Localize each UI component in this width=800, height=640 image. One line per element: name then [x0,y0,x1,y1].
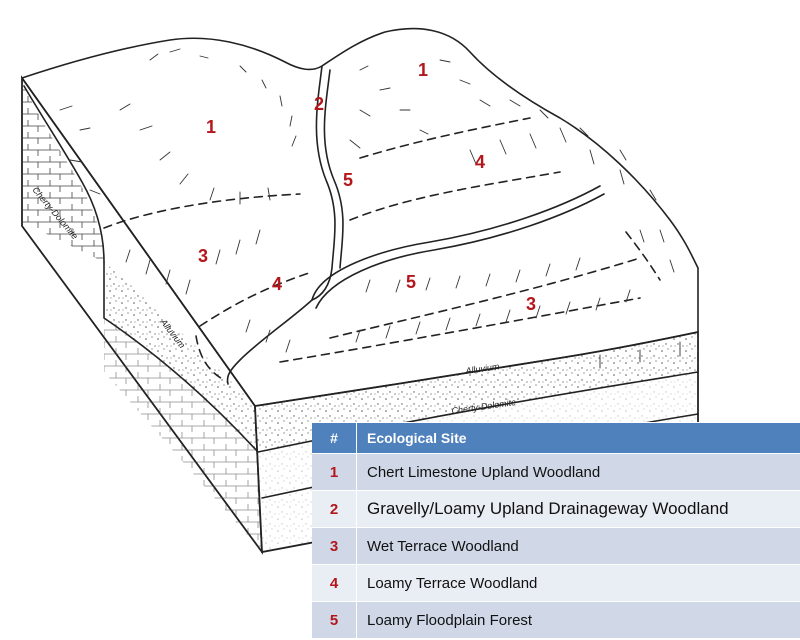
drainage-channel [226,65,605,385]
left-dolomite-band [22,82,104,262]
left-lower-dolomite [104,318,262,552]
site-label-3-right: 3 [526,294,536,314]
legend-row: 1 Chert Limestone Upland Woodland [312,453,800,490]
terrain-top-outline [21,27,699,407]
ecological-site-legend: # Ecological Site 1 Chert Limestone Upla… [312,422,800,638]
left-side-face [21,75,264,555]
site-label-4-right: 4 [475,152,485,172]
site-boundaries [103,117,661,381]
legend-row-name: Wet Terrace Woodland [356,528,800,564]
legend-row-name: Gravelly/Loamy Upland Drainageway Woodla… [356,491,800,527]
legend-row-number: 3 [329,537,339,555]
legend-row-name: Loamy Terrace Woodland [356,565,800,601]
site-label-4-left: 4 [272,274,282,294]
legend-row-number: 4 [329,574,339,592]
left-alluvium-band [104,262,258,452]
legend-row-name: Chert Limestone Upland Woodland [356,454,800,490]
legend-header: # Ecological Site [312,422,800,453]
site-label-1-right: 1 [418,60,428,80]
legend-row-name: Loamy Floodplain Forest [356,602,800,638]
site-label-1-left: 1 [206,117,216,137]
legend-row: 3 Wet Terrace Woodland [312,527,800,564]
site-label-3-left: 3 [198,246,208,266]
legend-header-number: # [330,430,338,446]
legend-row: 2 Gravelly/Loamy Upland Drainageway Wood… [312,490,800,527]
legend-row-number: 5 [329,611,339,629]
legend-header-name: Ecological Site [356,423,800,453]
site-number-labels: 1 1 2 5 4 3 4 5 3 [198,60,536,314]
site-label-5-upper: 5 [343,170,353,190]
legend-row: 5 Loamy Floodplain Forest [312,601,800,638]
terrain-hachures [59,48,675,353]
strata-label-front-alluvium: Alluvium [464,361,501,376]
legend-row-number: 1 [329,463,339,481]
legend-row: 4 Loamy Terrace Woodland [312,564,800,601]
site-label-5-lower: 5 [406,272,416,292]
legend-row-number: 2 [329,500,339,518]
site-label-2: 2 [314,94,324,114]
